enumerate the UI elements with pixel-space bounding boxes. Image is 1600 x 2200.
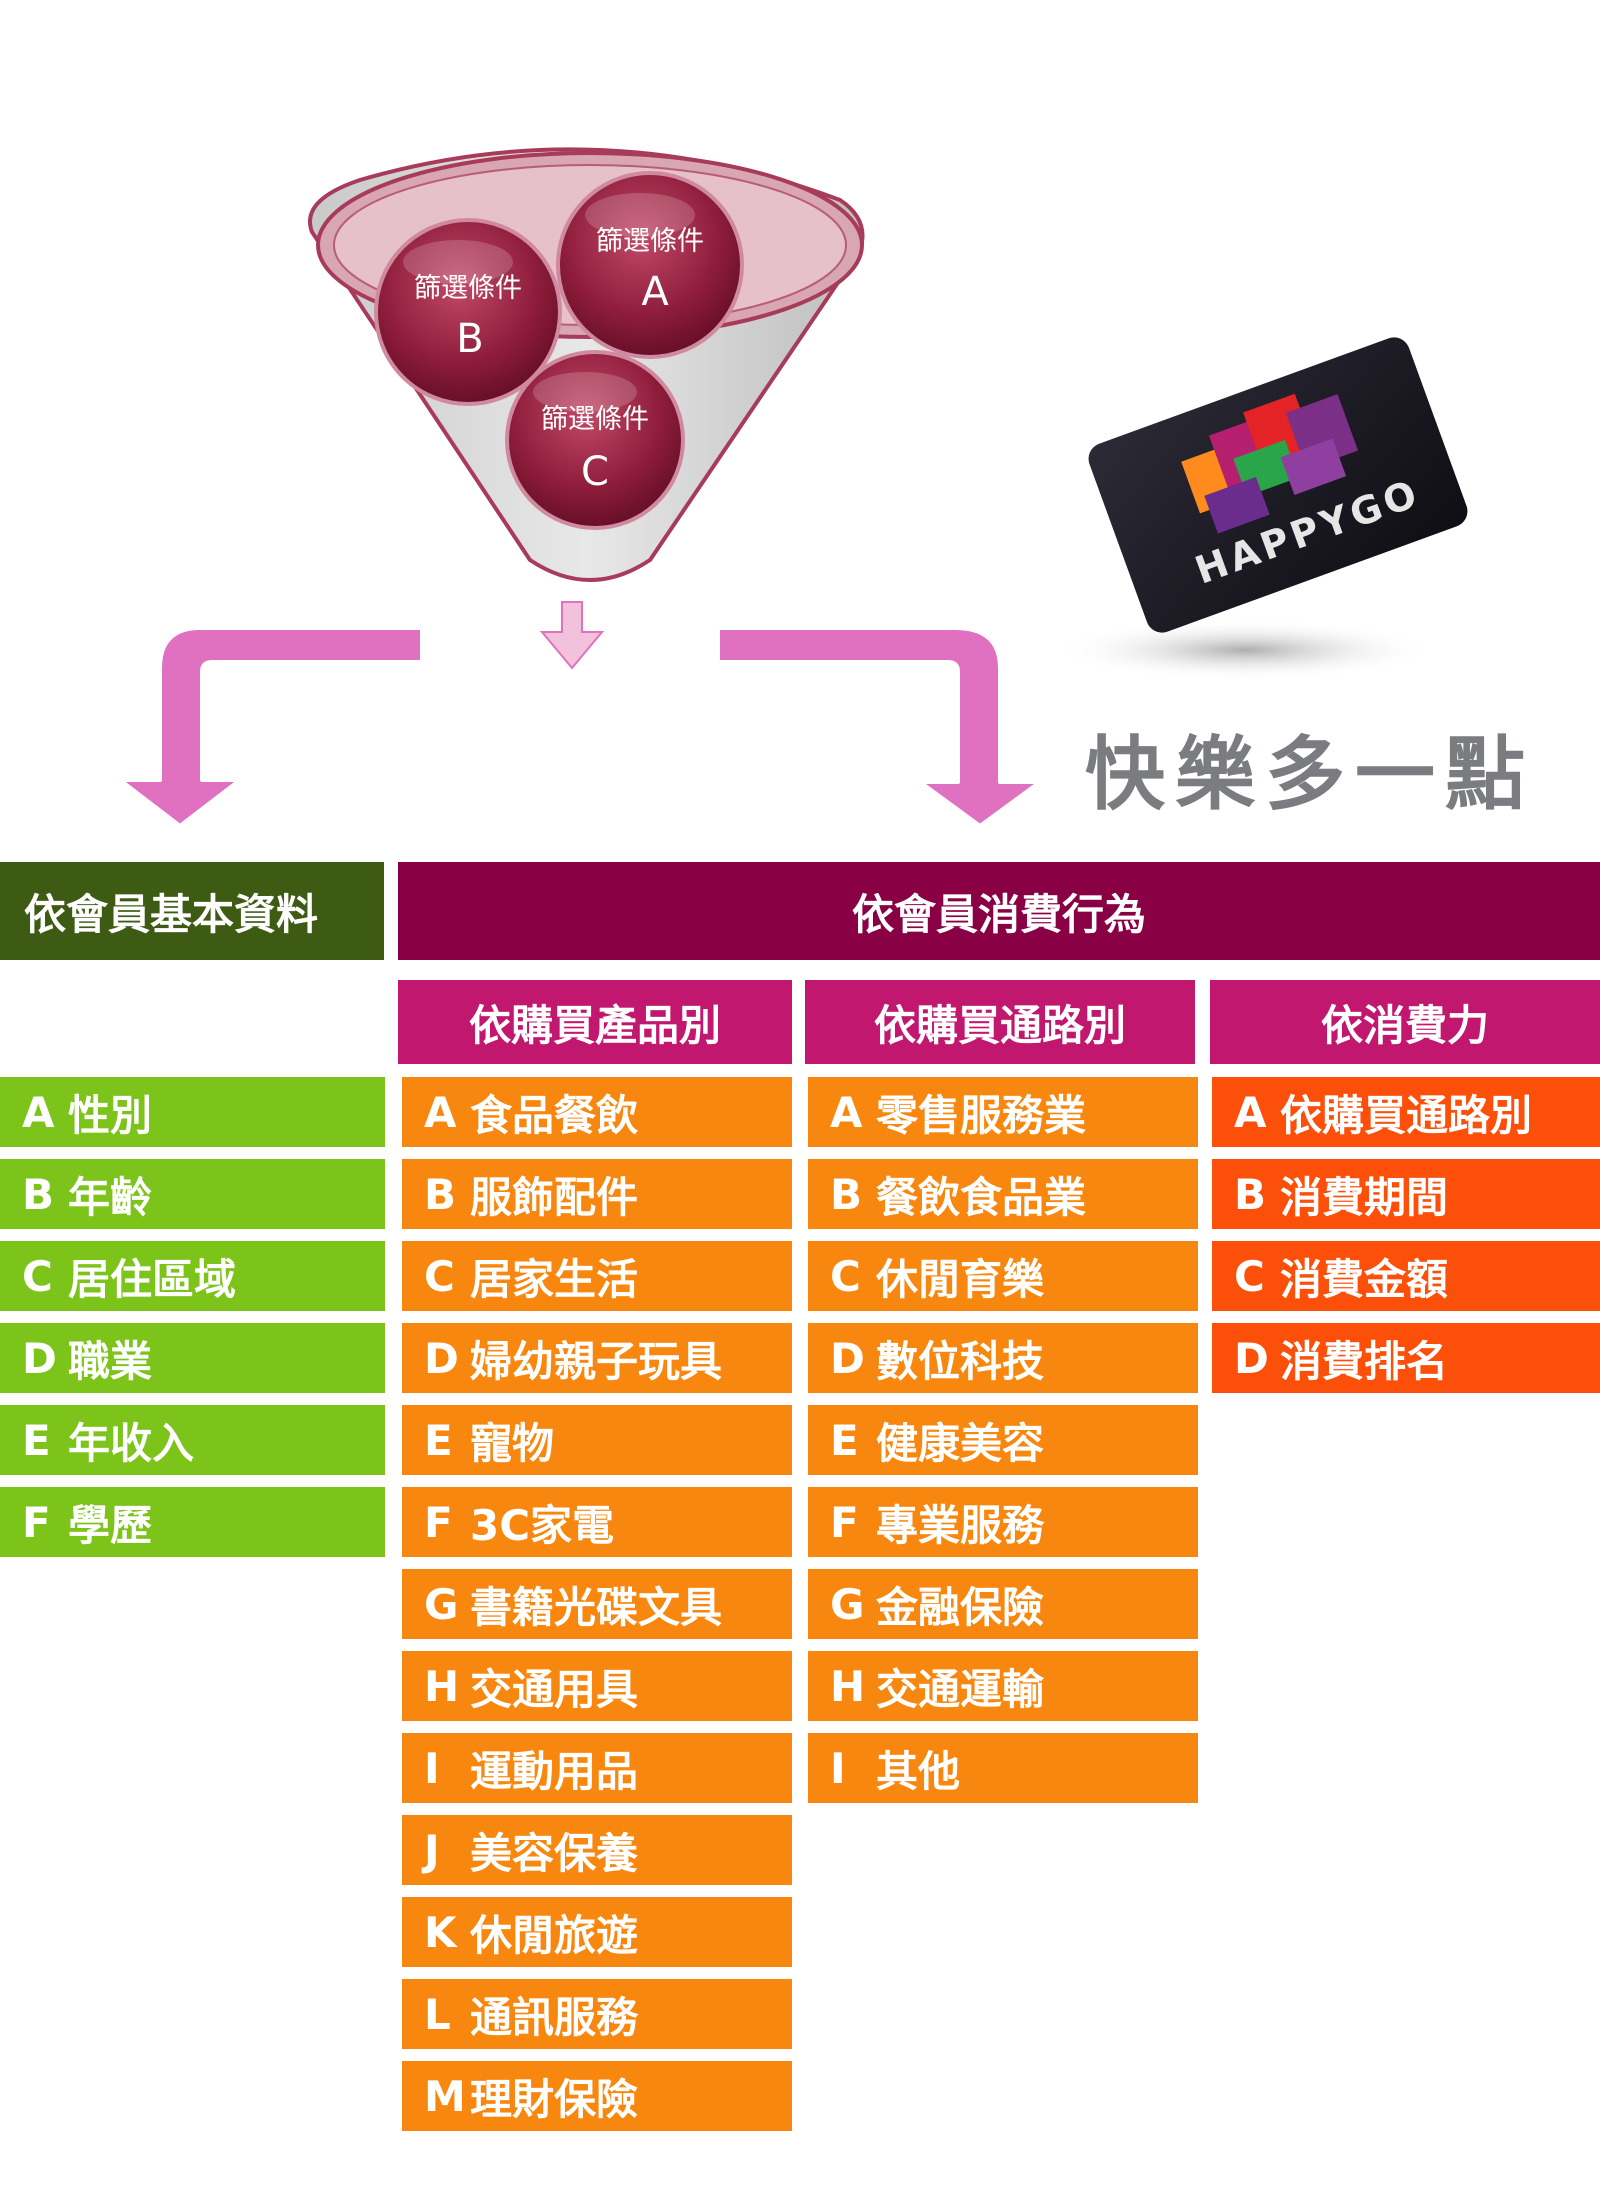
down-arrow-icon — [539, 601, 605, 670]
bubble-a-letter: A — [641, 269, 669, 315]
bubble-a: 篩選條件 A — [556, 171, 744, 359]
behavior-header: 依會員消費行為 — [398, 862, 1600, 960]
brand-name: 快樂多一點 — [1085, 728, 1535, 821]
funnel-diagram: 篩選條件 A 篩選條件 B 篩選條件 C HAPPYGO — [118, 147, 1468, 828]
bubble-b: 篩選條件 B — [374, 218, 562, 406]
channel-subheader: 依購買通路別 — [805, 980, 1195, 1064]
bubble-c-label: 篩選條件 — [541, 404, 649, 435]
shopping-bags-icon — [1181, 393, 1359, 534]
basic-header: 依會員基本資料 — [0, 862, 384, 960]
right-arrow-icon — [716, 626, 1042, 828]
product-subheader: 依購買產品別 — [398, 980, 792, 1064]
happygo-card: HAPPYGO — [1088, 337, 1468, 633]
bubble-a-label: 篩選條件 — [596, 226, 704, 257]
bubble-b-letter: B — [456, 316, 483, 362]
bubble-b-label: 篩選條件 — [414, 273, 522, 304]
left-arrow-icon — [118, 626, 424, 828]
bubble-c-letter: C — [581, 449, 609, 495]
spending-subheader: 依消費力 — [1210, 980, 1600, 1064]
bubble-c: 篩選條件 C — [505, 350, 685, 530]
